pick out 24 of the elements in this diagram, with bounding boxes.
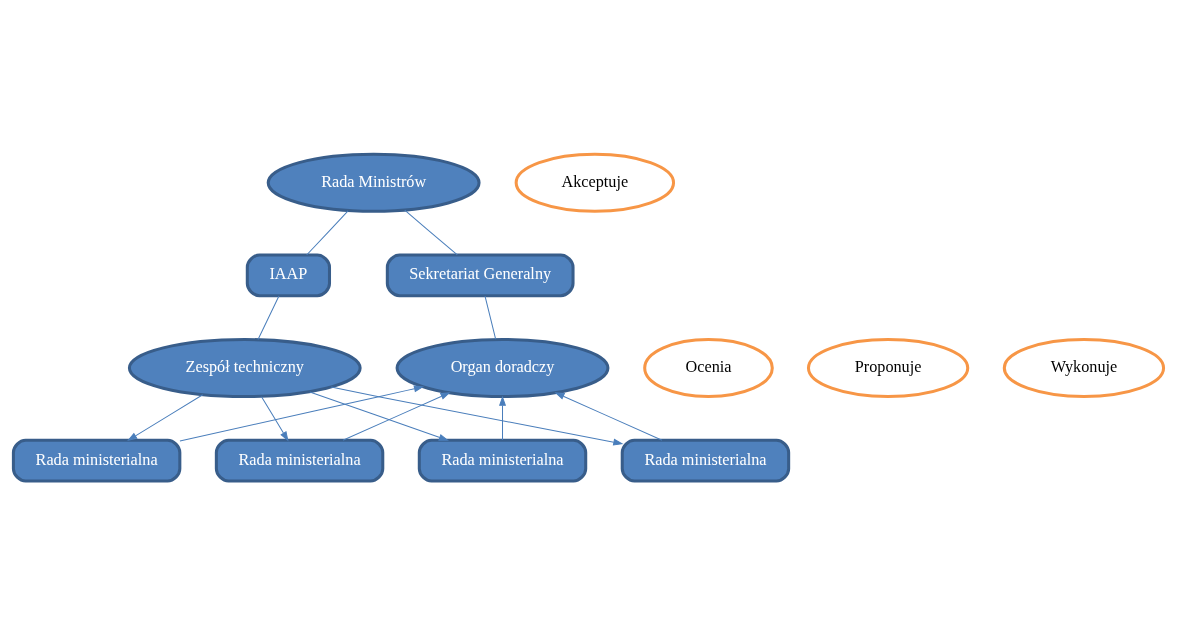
node-box: Rada ministerialna [11,438,182,483]
connector [484,295,497,340]
node-box: Rada ministerialna [417,438,588,483]
node-ellipse: Ocenia [643,338,774,399]
node-ellipse: Wykonuje [1002,338,1166,399]
arrow [554,392,663,441]
node-box: Rada ministerialna [214,438,385,483]
arrow [498,395,507,441]
arrow [179,385,425,442]
connector [306,210,349,256]
node-box: Sekretariat Generalny [385,253,575,298]
connector [404,209,458,256]
arrow [127,394,204,441]
arrow [309,391,449,441]
connector [257,295,280,340]
node-ellipse: Rada Ministrów [266,152,481,213]
node-box: Rada ministerialna [620,438,791,483]
arrow [342,392,451,441]
node-box: IAAP [245,253,331,298]
node-ellipse: Zespół techniczny [127,338,362,399]
arrow [330,386,624,446]
arrow [261,396,289,442]
node-ellipse: Proponuje [806,338,970,399]
node-ellipse: Akceptuje [514,152,676,213]
